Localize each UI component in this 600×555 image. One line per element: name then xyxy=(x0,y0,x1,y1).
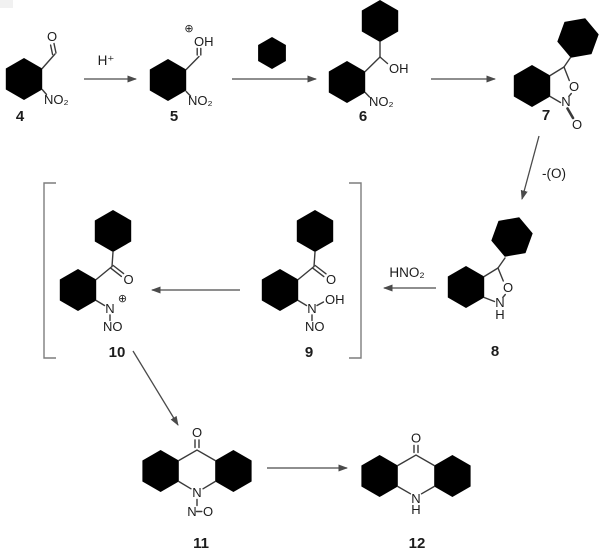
compound-9: O N OH NO 9 xyxy=(261,210,345,361)
atom-label-O: O xyxy=(411,431,421,446)
benzene-ring xyxy=(5,58,43,100)
benzene-ring xyxy=(149,59,187,101)
compound-number-8: 8 xyxy=(491,343,499,360)
atom-label-O: O xyxy=(123,272,133,287)
compound-number-11: 11 xyxy=(193,535,209,552)
phenyl-ring xyxy=(361,0,399,42)
compound-4: O NO₂ 4 xyxy=(5,29,69,125)
atom-label-O: O xyxy=(192,425,202,440)
arrow-7-to-8: -(O) xyxy=(520,135,566,200)
atom-label-N: N xyxy=(192,485,201,500)
benzo-ring-left xyxy=(361,455,398,497)
reagent-label-h-plus: H⁺ xyxy=(98,53,115,68)
atom-label-NO: NO xyxy=(103,319,123,334)
atom-label-O: O xyxy=(572,117,582,132)
atom-label-NO: NO xyxy=(305,319,325,334)
atom-label-O: O xyxy=(203,504,213,519)
compound-8: O N H 8 xyxy=(447,211,537,360)
compound-number-5: 5 xyxy=(170,108,178,125)
benzo-ring-left xyxy=(142,450,179,492)
scan-artifact xyxy=(0,0,13,8)
atom-label-NO2: NO₂ xyxy=(369,94,394,109)
compound-6: OH NO₂ 6 xyxy=(328,0,409,125)
benzene-ring xyxy=(447,266,485,308)
compound-11: O N N O 11 xyxy=(142,425,251,552)
atom-label-N: N xyxy=(561,94,570,109)
atom-label-O: O xyxy=(326,272,336,287)
atom-label-H: H xyxy=(411,502,420,517)
atom-label-O: O xyxy=(569,79,579,94)
phenyl-ring xyxy=(94,210,132,252)
compound-number-10: 10 xyxy=(109,344,126,361)
atom-label-N: N xyxy=(495,295,504,310)
benzene-ring xyxy=(59,269,97,311)
atom-label-NO2: NO₂ xyxy=(188,93,213,108)
benzene-ring xyxy=(513,65,551,107)
compound-number-6: 6 xyxy=(359,108,367,125)
benzene-ring xyxy=(328,61,366,103)
atom-label-H: H xyxy=(495,307,504,322)
phenyl-ring xyxy=(296,210,334,252)
compound-7: O N O 7 xyxy=(513,12,600,132)
phenyl-ring xyxy=(553,12,600,64)
arrow-10-to-11 xyxy=(132,350,179,426)
atom-label-OH: OH xyxy=(389,61,409,76)
plus-charge-icon: ⊕ xyxy=(184,23,193,35)
arrow-8-to-9: HNO₂ xyxy=(383,265,436,292)
plus-charge-icon: ⊕ xyxy=(118,293,127,305)
compound-number-4: 4 xyxy=(16,108,25,125)
bracket-right xyxy=(349,182,362,359)
arrow-5-to-6 xyxy=(232,37,317,83)
bracket-left xyxy=(43,182,56,359)
atom-label-N: N xyxy=(105,301,114,316)
benzo-ring-right xyxy=(434,455,470,497)
atom-label-N: N xyxy=(411,491,420,506)
compound-number-9: 9 xyxy=(305,344,313,361)
benzo-ring-right xyxy=(215,450,251,492)
atom-label-OH: OH xyxy=(194,34,214,49)
atom-label-N: N xyxy=(307,301,316,316)
benzene-ring xyxy=(261,269,299,311)
atom-label-O: O xyxy=(47,29,57,44)
reagent-label-minus-O: -(O) xyxy=(542,166,566,181)
compound-12: O N H 12 xyxy=(361,431,470,552)
arrow-4-to-5: H⁺ xyxy=(84,53,137,83)
atom-label-O: O xyxy=(503,280,513,295)
phenyl-ring xyxy=(487,211,537,263)
atom-label-N: N xyxy=(187,504,196,519)
compound-number-12: 12 xyxy=(409,535,426,552)
compound-5: OH ⊕ NO₂ 5 xyxy=(149,23,214,125)
reagent-label-hno2: HNO₂ xyxy=(389,265,424,280)
compound-10: O N ⊕ NO 10 xyxy=(59,210,134,361)
atom-label-NO2: NO₂ xyxy=(44,92,69,107)
benzene-reagent-icon xyxy=(258,37,286,69)
compound-number-7: 7 xyxy=(542,107,550,124)
atom-label-OH: OH xyxy=(325,292,345,307)
